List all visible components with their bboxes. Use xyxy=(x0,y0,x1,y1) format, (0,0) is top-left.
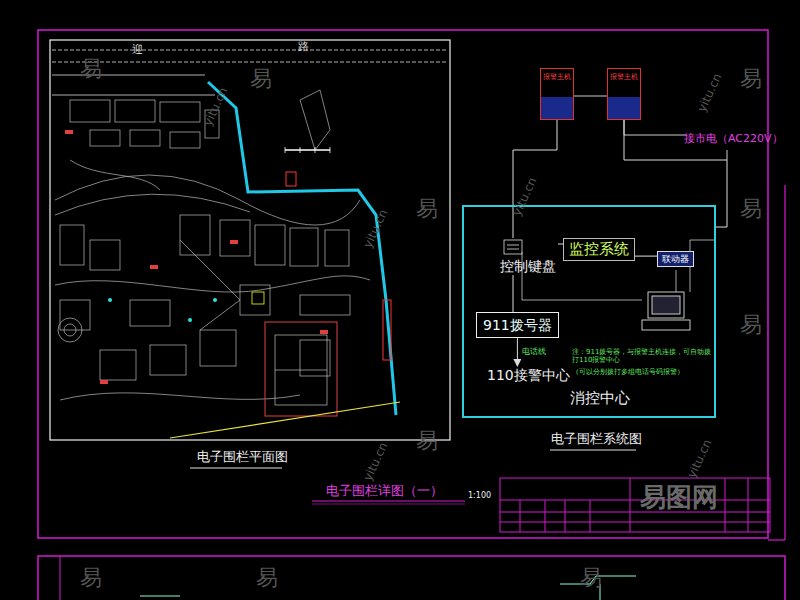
watermark: 易 xyxy=(80,56,102,81)
watermark: yitu.cn xyxy=(511,176,541,219)
node-text: 110接警中心 xyxy=(487,367,570,383)
power-note: 接市电（AC220V） xyxy=(684,133,783,146)
node-text: 监控系统 xyxy=(569,241,629,258)
watermark: yitu.cn xyxy=(696,72,726,115)
alarm-host: 报警主机 xyxy=(540,68,574,120)
scale-text: 1:100 xyxy=(468,491,491,500)
watermark: yitu.cn xyxy=(362,208,392,251)
linkage-box: 联动器 xyxy=(657,251,694,267)
watermark: yitu.cn xyxy=(202,86,232,129)
wire-connector xyxy=(635,256,657,257)
drawing-caption: 电子围栏平面图 xyxy=(197,450,288,465)
control-center-frame: 消控中心 控制键盘监控系统联动器 911拨号器 110接警中心 xyxy=(462,205,716,418)
watermark: 易 xyxy=(250,66,272,91)
node-text: 消控中心 xyxy=(570,390,630,407)
watermark: 易 xyxy=(740,312,762,337)
watermark: 易 xyxy=(256,565,278,590)
node-text: 联动器 xyxy=(662,254,689,264)
wire-connector xyxy=(517,338,518,366)
keyboard-device: 控制键盘 xyxy=(498,238,558,275)
watermark: 易 xyxy=(416,196,438,221)
monitor-system-box: 监控系统 xyxy=(563,238,635,261)
edge-label: 电话线 xyxy=(521,347,547,356)
watermark: 易 xyxy=(416,428,438,453)
watermark: 易图网 xyxy=(640,483,718,513)
watermark: 易 xyxy=(80,565,102,590)
drawing-title: 电子围栏详图（一） xyxy=(326,484,443,499)
watermark: 易 xyxy=(740,66,762,91)
road-name: 迎 xyxy=(132,44,143,57)
watermark: yitu.cn xyxy=(686,438,716,481)
wire-connector xyxy=(513,275,514,312)
node-text: 报警主机 xyxy=(543,73,571,81)
node-text: 911拨号器 xyxy=(483,317,552,333)
node-text: 控制键盘 xyxy=(500,258,556,274)
watermark: 易 xyxy=(740,196,762,221)
dialer-box: 911拨号器 xyxy=(476,312,559,338)
alarm-center-text: 110接警中心 xyxy=(487,366,570,384)
note-text: 注：911拨号器，与报警主机连接，可自动拨打110报警中心 xyxy=(572,348,712,364)
road-name: 路 xyxy=(298,41,309,54)
node-text: 报警主机 xyxy=(610,73,638,81)
alarm-host: 报警主机 xyxy=(607,68,641,120)
note-text: （可以分别拨打多组电话号码报警） xyxy=(572,368,712,376)
drawing-caption: 电子围栏系统图 xyxy=(551,432,642,447)
watermark: yitu.cn xyxy=(362,441,392,484)
watermark: 易 xyxy=(580,565,602,590)
